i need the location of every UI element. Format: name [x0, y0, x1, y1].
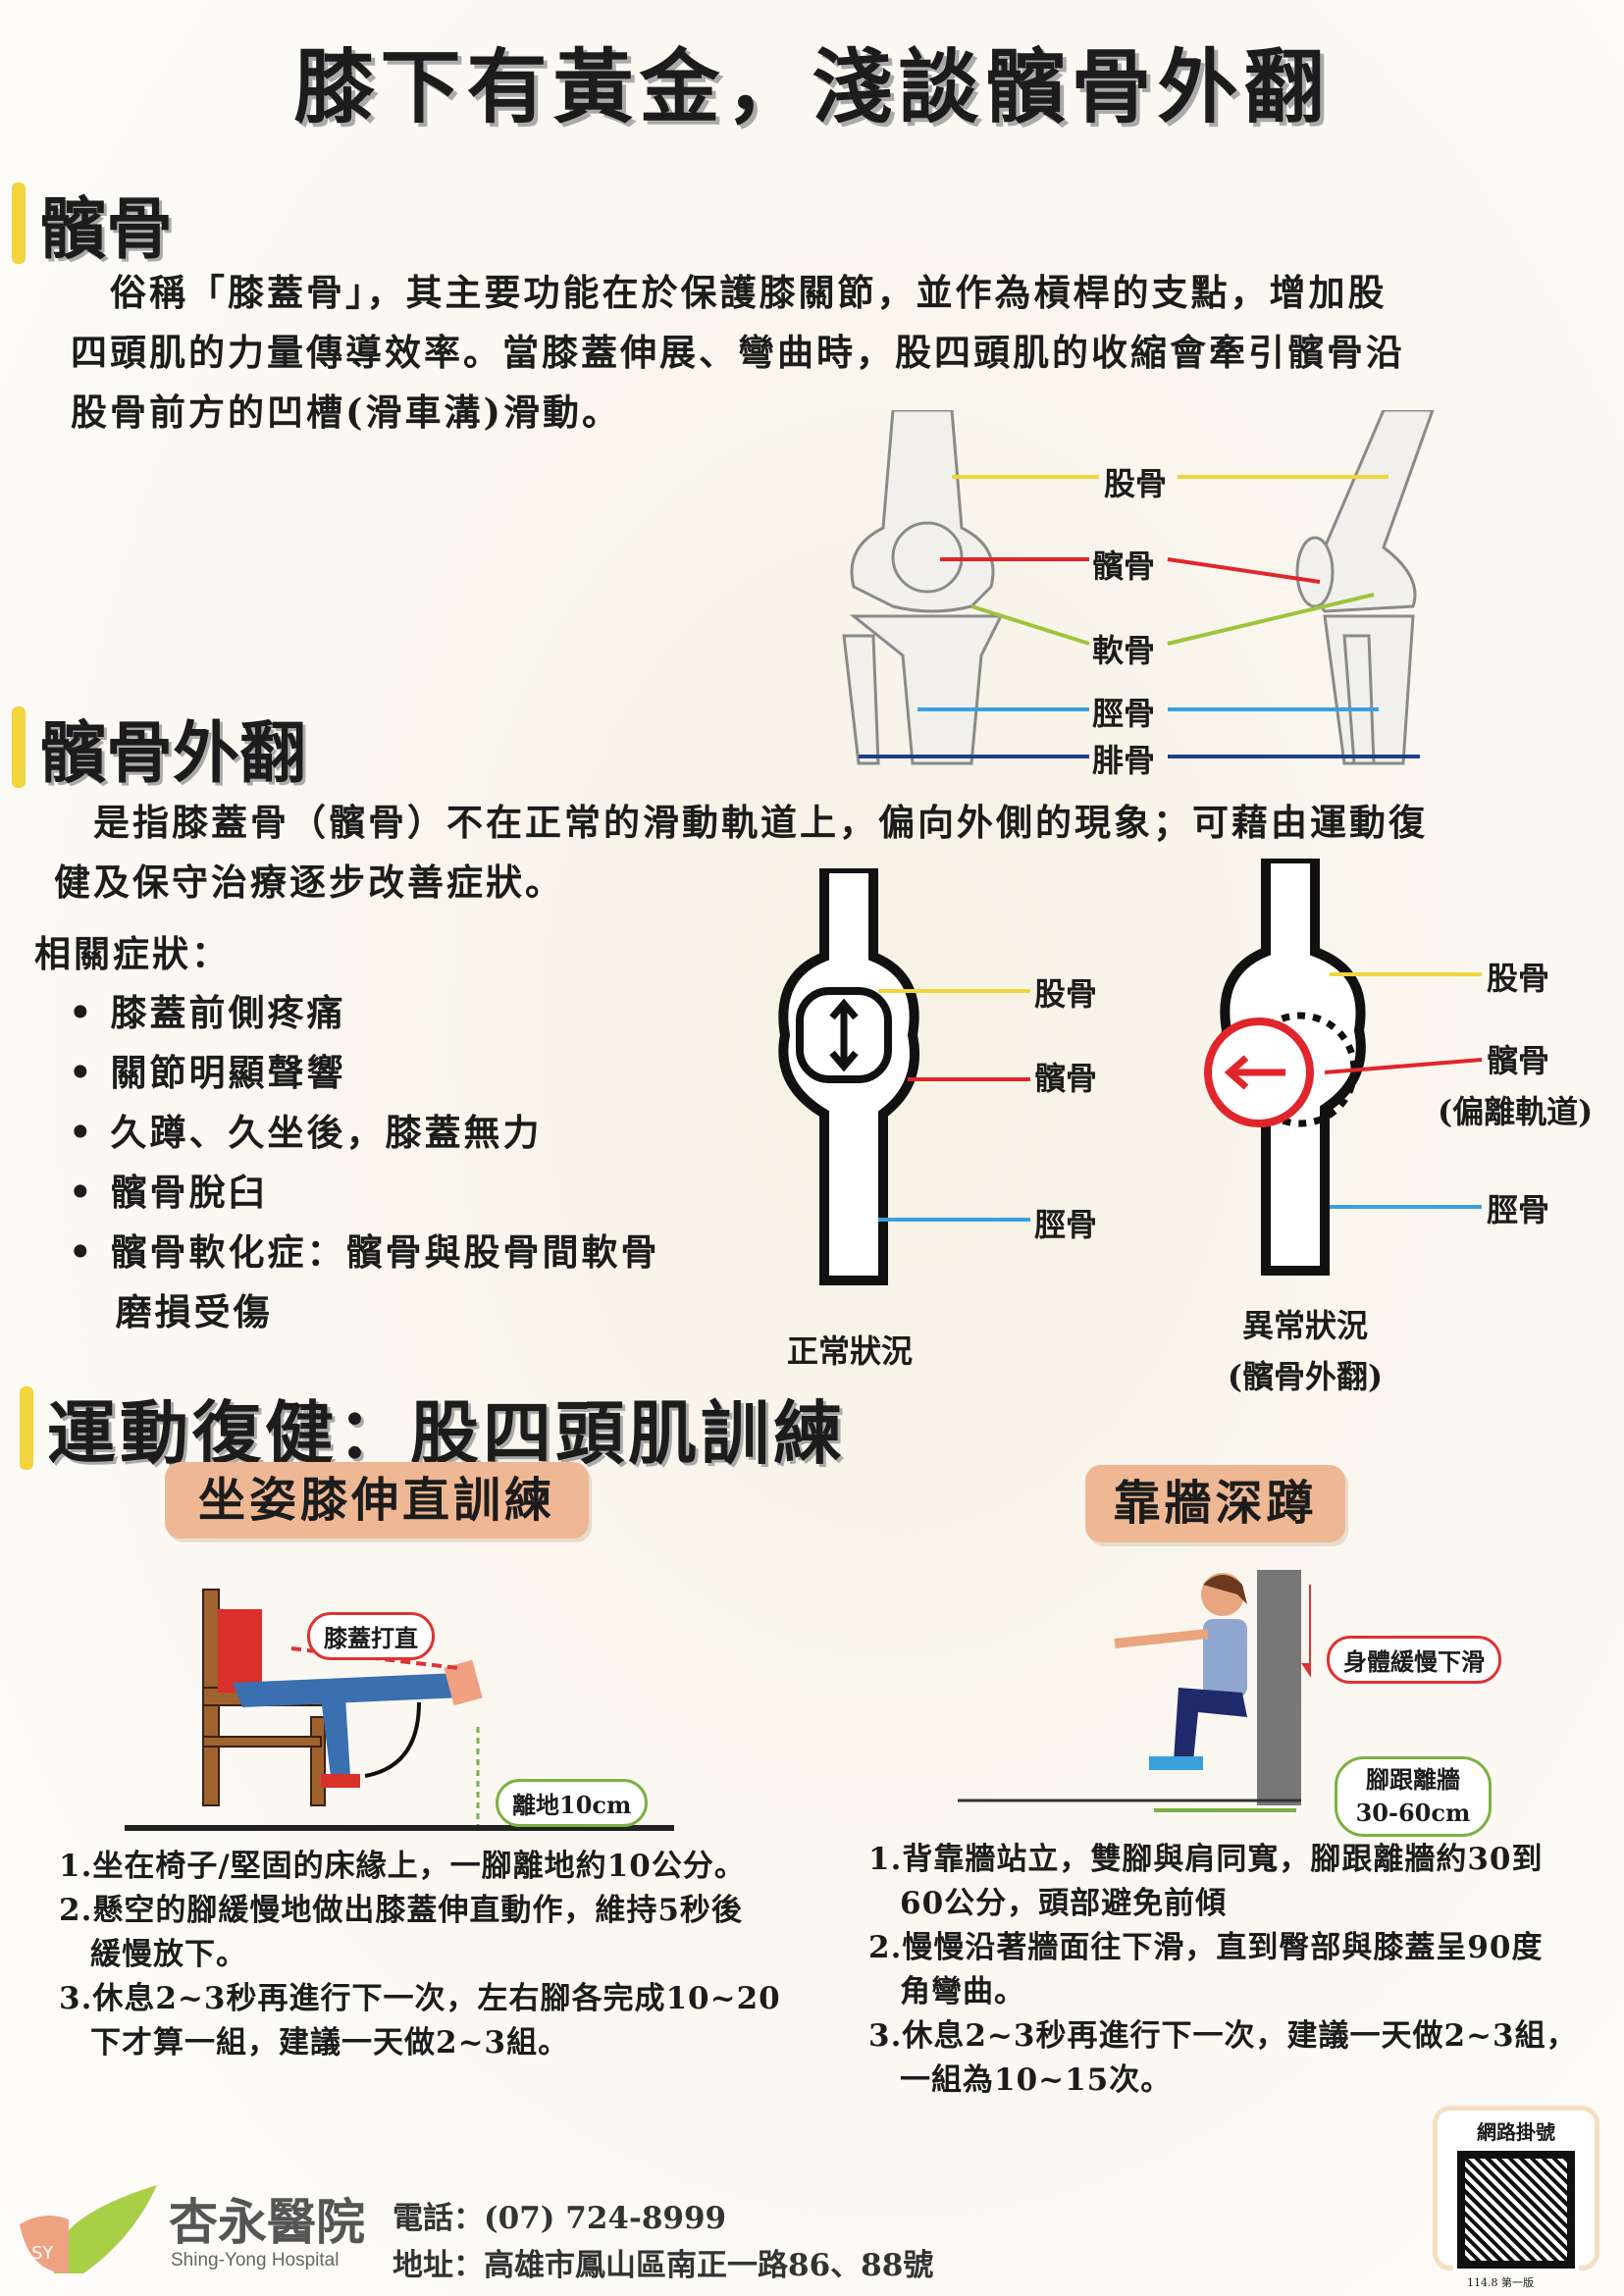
tag-slide-down-slowly: 身體緩慢下滑	[1327, 1636, 1501, 1684]
knee-anatomy-illustration	[842, 410, 1435, 765]
qr-title: 網路掛號	[1477, 2120, 1555, 2144]
online-registration-qr-box[interactable]: 網路掛號	[1433, 2106, 1599, 2272]
symptoms-title: 相關症狀：	[34, 932, 231, 975]
page-title: 膝下有黃金，淺談髕骨外翻	[293, 41, 1331, 134]
abnormal-label-patella: 髕骨	[1487, 1042, 1550, 1079]
step-line: 角彎曲。	[868, 1974, 1025, 2009]
normal-label-femur: 股骨	[1034, 975, 1098, 1013]
step-line: 1.坐在椅子/堅固的床緣上，一腳離地約10公分。	[59, 1849, 746, 1884]
symptom-item: • 關節明顯聲響	[69, 1051, 346, 1094]
hospital-phone: 電話：(07) 724-8999	[393, 2201, 727, 2236]
hospital-address: 地址：高雄市鳳山區南正一路86、88號	[393, 2248, 934, 2283]
step-line: 3.休息2~3秒再進行下一次，建議一天做2~3組，	[868, 2018, 1578, 2054]
maltracking-description: 是指膝蓋骨（髕骨）不在正常的滑動軌道上，偏向外側的現象；可藉由運動復 健及保守治…	[54, 793, 1604, 913]
text-line: 四頭肌的力量傳導效率。當膝蓋伸展、彎曲時，股四頭肌的收縮會牽引髕骨沿	[71, 331, 1405, 374]
step-line: 3.休息2~3秒再進行下一次，左右腳各完成10~20	[59, 1981, 781, 2016]
symptom-item: • 久蹲、久坐後，膝蓋無力	[69, 1111, 543, 1154]
step-line: 60公分，頭部避免前傾	[868, 1886, 1228, 1921]
tag-straighten-knee: 膝蓋打直	[307, 1612, 435, 1660]
abnormal-knee-diagram	[1204, 859, 1483, 1276]
symptom-list: • 膝蓋前側疼痛 • 關節明顯聲響 • 久蹲、久坐後，膝蓋無力 • 髕骨脫臼 •…	[69, 983, 660, 1342]
wall-squat-illustration	[958, 1570, 1311, 1812]
step-line: 2.慢慢沿著牆面往下滑，直到臀部與膝蓋呈90度	[868, 1930, 1544, 1965]
wall-squat-steps: 1.背靠牆站立，雙腳與肩同寬，腳跟離牆約30到 60公分，頭部避免前傾 2.慢慢…	[868, 1838, 1614, 2103]
section-heading-rehab: 運動復健：股四頭肌訓練	[20, 1379, 846, 1478]
normal-label-tibia: 脛骨	[1034, 1206, 1098, 1243]
label-patella: 髕骨	[1092, 548, 1156, 585]
tag-lift-10cm: 離地10cm	[496, 1779, 649, 1827]
abnormal-label-tibia: 脛骨	[1487, 1191, 1550, 1228]
label-fibula: 腓骨	[1092, 742, 1156, 779]
step-line: 一組為10~15次。	[868, 2062, 1173, 2098]
svg-text:SY: SY	[31, 2243, 54, 2264]
hospital-name: 杏永醫院	[169, 2194, 365, 2251]
section-heading-patella: 髕骨	[12, 175, 173, 272]
abnormal-label-femur: 股骨	[1487, 960, 1550, 997]
step-line: 1.背靠牆站立，雙腳與肩同寬，腳跟離牆約30到	[868, 1842, 1544, 1877]
label-tibia: 脛骨	[1092, 695, 1156, 732]
section-heading-patellar-maltracking: 髕骨外翻	[12, 699, 306, 796]
symptom-item: • 髕骨脫臼	[69, 1171, 268, 1214]
normal-knee-diagram	[778, 868, 1030, 1285]
abnormal-caption: 異常狀況(髕骨外翻)	[1227, 1307, 1384, 1395]
seated-exercise-steps: 1.坐在椅子/堅固的床緣上，一腳離地約10公分。 2.懸空的腳緩慢地做出膝蓋伸直…	[59, 1845, 805, 2065]
text-line: 股骨前方的凹槽(滑車溝)滑動。	[71, 391, 622, 434]
version-label: 114.8 第一版	[1467, 2276, 1534, 2289]
label-femur: 股骨	[1104, 465, 1168, 502]
symptom-item: • 髕骨軟化症：髕骨與股骨間軟骨	[69, 1230, 660, 1274]
normal-label-patella: 髕骨	[1034, 1060, 1098, 1097]
hospital-name-en: Shing-Yong Hospital	[171, 2250, 340, 2270]
step-line: 下才算一組，建議一天做2~3組。	[59, 2025, 570, 2061]
qr-code[interactable]	[1453, 2147, 1579, 2272]
text-line: 俗稱「膝蓋骨」，其主要功能在於保護膝關節，並作為槓桿的支點，增加股	[71, 271, 1388, 314]
symptom-item: • 膝蓋前側疼痛	[69, 991, 346, 1034]
text-line: 健及保守治療逐步改善症狀。	[54, 861, 564, 904]
text-line: 是指膝蓋骨（髕骨）不在正常的滑動軌道上，偏向外側的現象；可藉由運動復	[54, 801, 1428, 844]
normal-caption: 正常狀況	[787, 1332, 914, 1370]
exercise-title-seated-knee-extension: 坐姿膝伸直訓練	[165, 1462, 589, 1539]
step-line: 緩慢放下。	[59, 1937, 247, 1972]
label-cartilage: 軟骨	[1092, 632, 1156, 669]
hospital-logo: SY	[20, 2185, 158, 2273]
abnormal-label-off-track: (偏離軌道)	[1438, 1093, 1594, 1130]
patella-description: 俗稱「膝蓋骨」，其主要功能在於保護膝關節，並作為槓桿的支點，增加股 四頭肌的力量…	[71, 263, 1601, 443]
step-line: 2.懸空的腳緩慢地做出膝蓋伸直動作，維持5秒後	[59, 1893, 743, 1928]
symptom-item: 磨損受傷	[115, 1290, 273, 1333]
exercise-title-wall-squat: 靠牆深蹲	[1085, 1465, 1345, 1542]
